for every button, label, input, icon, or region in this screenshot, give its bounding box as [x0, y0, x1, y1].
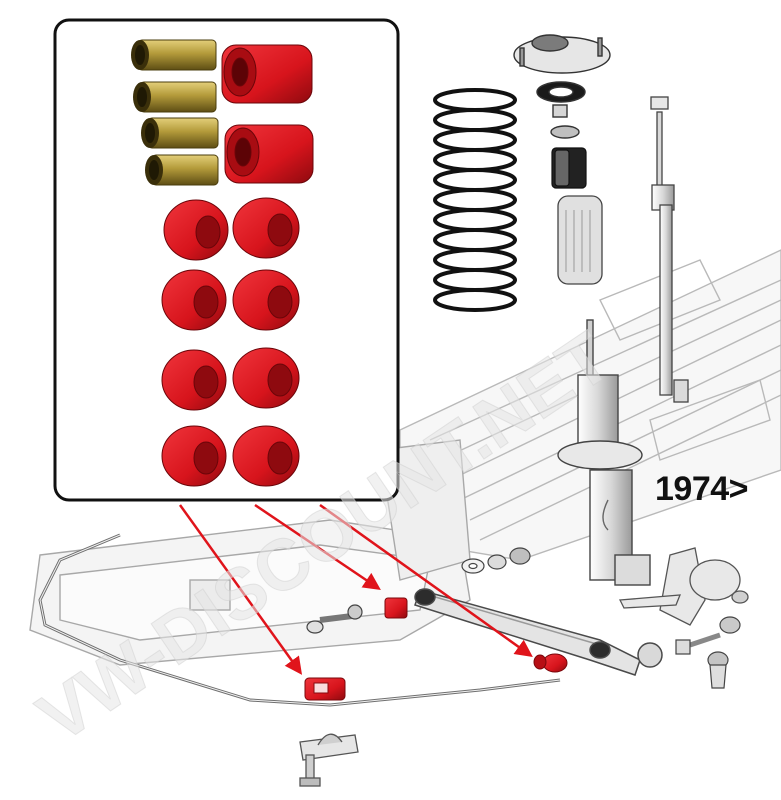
front-axle-beam — [29, 439, 471, 666]
stabilizer-bushing-1 — [221, 44, 313, 104]
shock-absorber — [650, 96, 689, 403]
sleeve-3 — [141, 117, 219, 149]
strut-assembly — [557, 319, 651, 586]
stabilizer-bushing-2 — [224, 124, 314, 184]
strut-top-mount — [513, 34, 611, 139]
sleeve-2 — [133, 81, 217, 113]
round-bushing-8 — [232, 425, 300, 487]
kit-round-bushings — [161, 197, 300, 487]
installed-bushing-stabilizer — [304, 677, 346, 701]
bump-stop — [551, 147, 587, 189]
kit-stabilizer-bushings — [221, 44, 314, 184]
coil-spring — [433, 88, 517, 312]
dust-boot — [557, 195, 603, 285]
hardware-bolts — [306, 547, 741, 689]
control-arm — [414, 588, 663, 676]
round-bushing-2 — [232, 197, 300, 259]
stabilizer-clamp — [299, 733, 359, 787]
pointer-arrows — [178, 503, 533, 675]
kit-sleeves — [131, 39, 219, 186]
round-bushing-7 — [161, 425, 227, 487]
round-bushing-5 — [161, 349, 227, 411]
steering-knuckle — [618, 547, 749, 626]
sleeve-4 — [145, 154, 219, 186]
round-bushing-6 — [232, 347, 300, 409]
sleeve-1 — [131, 39, 217, 71]
round-bushing-4 — [232, 269, 300, 331]
stabilizer-bar — [38, 533, 561, 707]
model-year-label: 1974> — [655, 470, 749, 508]
round-bushing-3 — [161, 269, 227, 331]
installed-bushing-arm — [533, 653, 568, 673]
installed-bushing-axle — [384, 597, 408, 619]
round-bushing-1 — [163, 199, 229, 261]
